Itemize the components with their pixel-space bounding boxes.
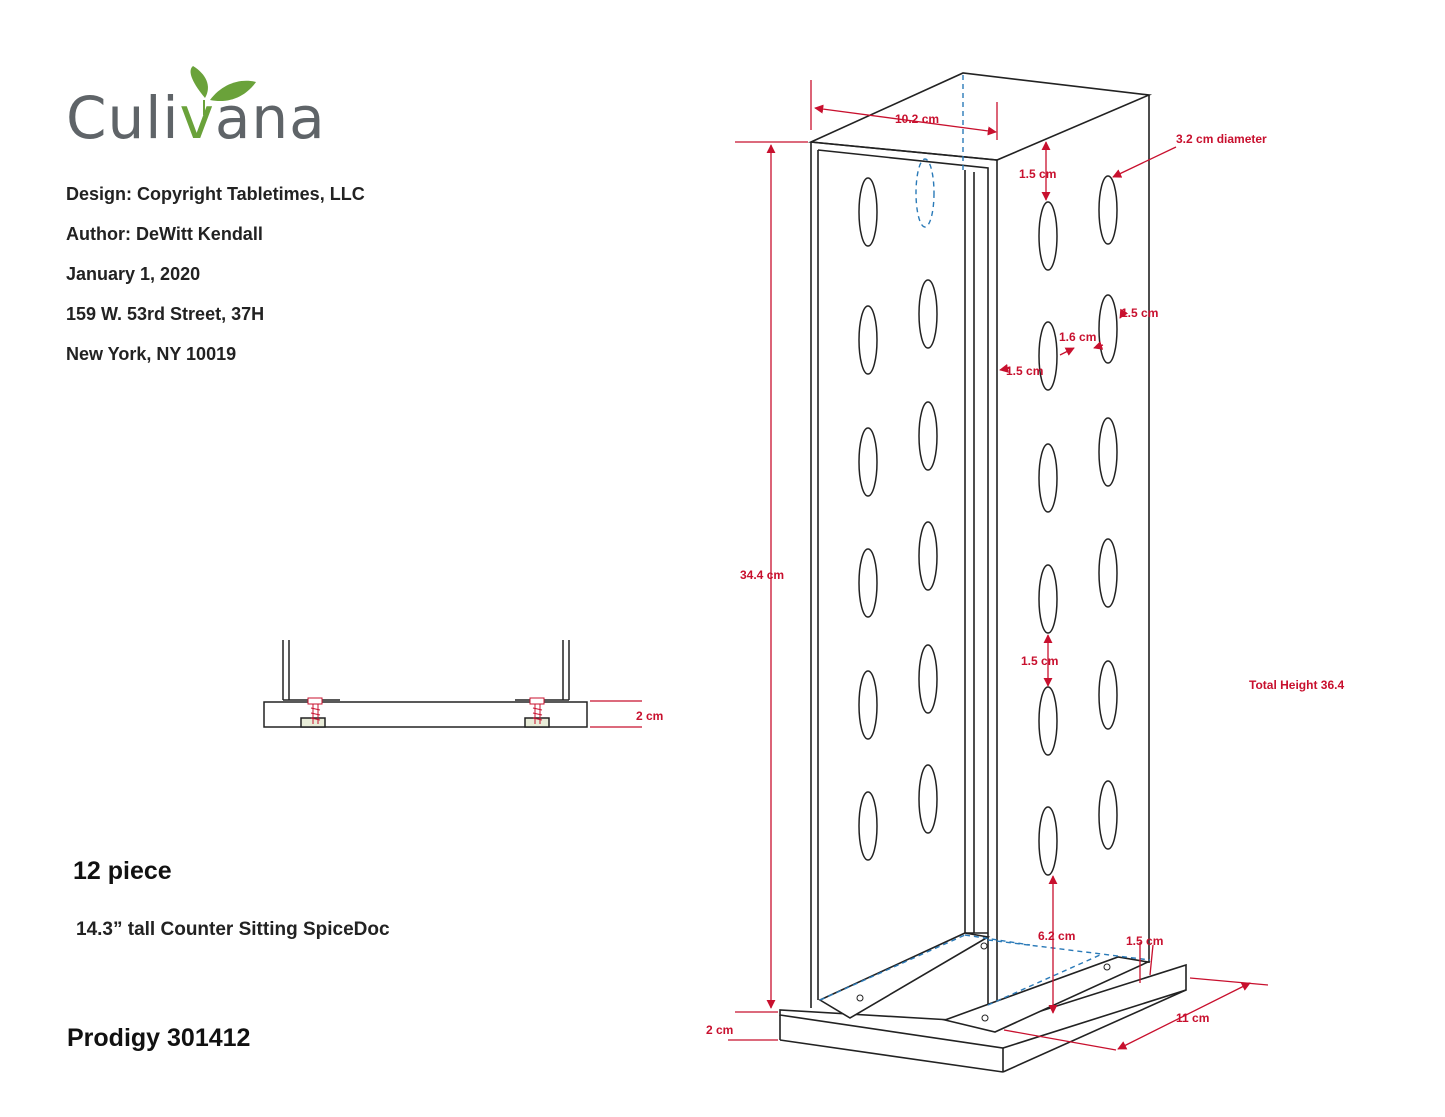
dim-hole-gap-horizontal: 1.6 cm (1059, 330, 1096, 344)
dim-base-thickness: 2 cm (706, 1023, 733, 1037)
spice-holes (858, 175, 1118, 876)
logo-word-part1: Culi (66, 84, 180, 152)
date: January 1, 2020 (66, 264, 201, 284)
logo-word-part2: ana (214, 84, 326, 152)
dimension-lines (728, 80, 1269, 1051)
dim-vertical-gap: 1.5 cm (1021, 654, 1058, 668)
address-line-1: 159 W. 53rd Street, 37H (66, 304, 265, 324)
dim-panel-height: 34.4 cm (740, 568, 784, 582)
logo-wordmark: Culivana (66, 84, 326, 152)
dim-total-height: Total Height 36.4 (1249, 678, 1344, 692)
dim-width-top: 10.2 cm (895, 112, 939, 126)
piece-count: 12 piece (73, 857, 172, 885)
dim-section-thickness: 2 cm (636, 709, 663, 723)
section-screws (307, 697, 545, 724)
logo-word-v: v (179, 84, 215, 152)
dim-top-margin: 1.5 cm (1019, 167, 1056, 181)
product-description: 14.3” tall Counter Sitting SpiceDoc (76, 919, 390, 940)
dim-base-margin: 1.5 cm (1126, 934, 1163, 948)
base-plate (779, 932, 1187, 1073)
author-credit: Author: DeWitt Kendall (66, 224, 263, 244)
dim-bottom-clearance: 6.2 cm (1038, 929, 1075, 943)
design-credit: Design: Copyright Tabletimes, LLC (66, 184, 365, 204)
model-number: Prodigy 301412 (67, 1024, 251, 1052)
dim-side-margin-left: 1.5 cm (1006, 364, 1043, 378)
dim-base-depth: 11 cm (1176, 1011, 1209, 1025)
address-line-2: New York, NY 10019 (66, 344, 237, 364)
dim-hole-diameter: 3.2 cm diameter (1176, 132, 1267, 146)
dim-side-margin-right: 1.5 cm (1121, 306, 1158, 320)
